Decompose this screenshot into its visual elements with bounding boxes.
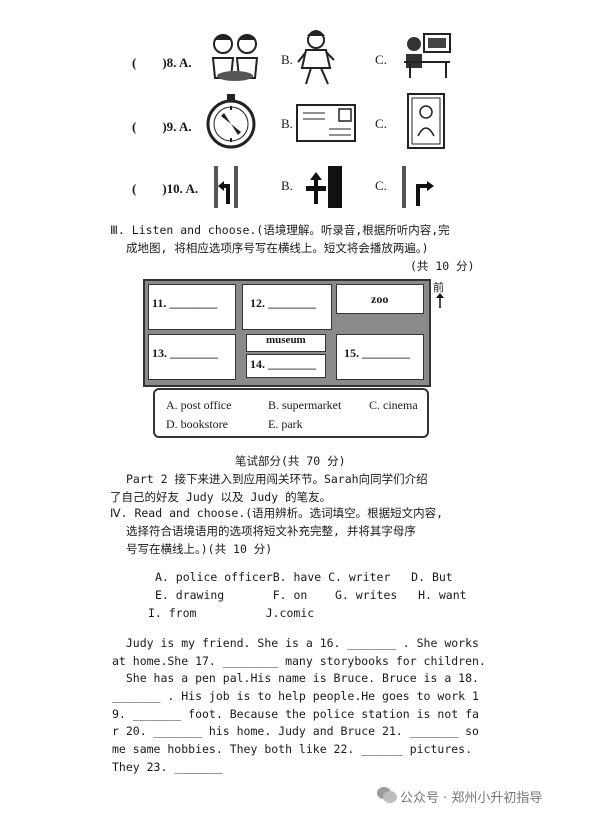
section-3-score: (共 10 分) — [410, 259, 475, 273]
map-block-15 — [336, 334, 424, 380]
question-10-number: ( )10. A. — [132, 181, 199, 196]
option-c-label: C. — [375, 178, 387, 193]
written-part-title: 笔试部分(共 70 分) — [235, 454, 346, 468]
option-c-label: C. — [375, 52, 387, 67]
map-block-14 — [246, 354, 326, 378]
north-arrow-icon — [436, 293, 444, 308]
go-straight-sign-picture — [306, 166, 342, 208]
word-bank-row-3: I. from J.comic — [148, 606, 315, 620]
picture-frame-picture — [407, 93, 445, 149]
map-block-zoo — [336, 284, 424, 314]
option-b-label: B. — [281, 116, 293, 131]
turn-right-sign-picture — [402, 166, 434, 208]
passage-line: 9. _______ foot. Because the police stat… — [112, 707, 479, 721]
section-3-instructions: 成地图, 将相应选项序号写在横线上。短文将会播放两遍。) — [126, 241, 429, 255]
postcard-picture — [296, 104, 356, 142]
compass-picture — [206, 94, 256, 149]
map-option-c: C. cinema — [369, 398, 418, 412]
map-label-15: 15. ________ — [344, 346, 410, 360]
passage-line: Judy is my friend. She is a 16. _______ … — [112, 636, 479, 650]
map-block-12 — [242, 284, 332, 330]
map-front-label: 前 — [433, 281, 444, 294]
computer-desk-picture — [404, 33, 451, 78]
passage-line: She has a pen pal.His name is Bruce. Bru… — [112, 671, 479, 685]
map-label-11: 11. ________ — [152, 296, 218, 310]
map-block-museum — [246, 334, 326, 352]
section-4-instructions-line3: 号写在横线上。)(共 10 分) — [126, 542, 273, 556]
part2-intro-line2: 了自己的好友 Judy 以及 Judy 的笔友。 — [110, 490, 332, 504]
passage-line: r 20. _______ his home. Judy and Bruce 2… — [112, 724, 479, 738]
map-option-e: E. park — [268, 417, 303, 431]
word-bank-row-2: E. drawing F. on G. writes H. want — [155, 588, 467, 602]
map-label-12: 12. ________ — [250, 296, 316, 310]
section-4-instructions-line2: 选择符合语境语用的选项将短文补充完整, 并将其字母序 — [126, 524, 416, 538]
map-option-b: B. supermarket — [268, 398, 342, 412]
turn-left-sign-picture — [214, 166, 238, 208]
map-block-11 — [148, 284, 236, 330]
girl-dancing-picture — [297, 30, 335, 85]
passage-line: me same hobbies. They both like 22. ____… — [112, 742, 473, 756]
children-playing-picture — [211, 34, 259, 81]
map-label-13: 13. ________ — [152, 346, 218, 360]
map-label-14: 14. ________ — [250, 357, 316, 371]
map-label-zoo: zoo — [371, 292, 389, 306]
wechat-icon — [377, 787, 397, 803]
map-option-d: D. bookstore — [166, 417, 228, 431]
option-b-label: B. — [281, 178, 293, 193]
question-9-number: ( )9. A. — [132, 119, 192, 134]
passage-line: _______ . His job is to help people.He g… — [112, 689, 479, 703]
watermark-text: 公众号 · 郑州小升初指导 — [400, 791, 543, 806]
passage-line: at home.She 17. ________ many storybooks… — [112, 654, 486, 668]
map-options-box — [153, 388, 429, 438]
passage-line: They 23. _______ — [112, 760, 223, 774]
question-8-number: ( )8. A. — [132, 55, 192, 70]
map-block-13 — [148, 334, 236, 380]
option-c-label: C. — [375, 116, 387, 131]
part2-intro-line1: Part 2 接下来进入到应用闯关环节。Sarah向同学们介绍 — [126, 472, 428, 486]
map-label-museum: museum — [266, 334, 306, 346]
map-option-a: A. post office — [166, 398, 232, 412]
word-bank-row-1: A. police officerB. have C. writer D. Bu… — [155, 570, 453, 584]
option-b-label: B. — [281, 52, 293, 67]
section-4-heading: Ⅳ. Read and choose.(语用辨析。选词填空。根据短文内容, — [110, 506, 444, 520]
section-3-heading: Ⅲ. Listen and choose.(语境理解。听录音,根据所听内容,完 — [110, 223, 450, 237]
